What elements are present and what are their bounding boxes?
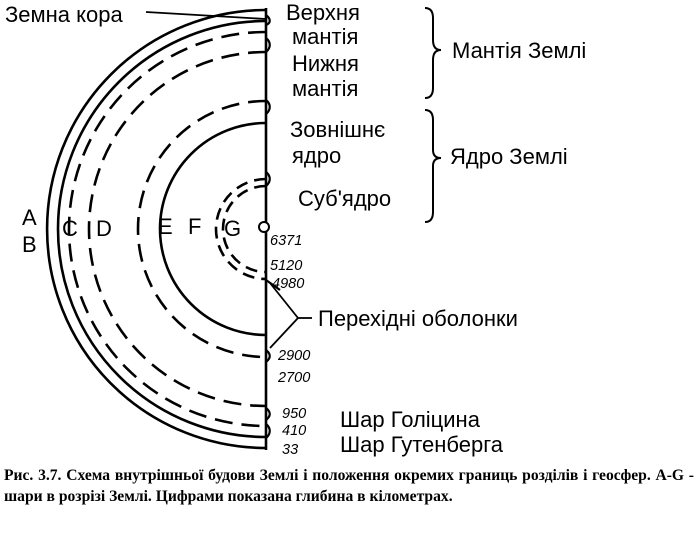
label-outer-core-2: ядро bbox=[292, 143, 341, 168]
layer-letter-e: E bbox=[158, 214, 173, 239]
label-core-group: Ядро Землі bbox=[450, 144, 568, 169]
depth-950: 950 bbox=[282, 406, 306, 422]
brace-core bbox=[424, 109, 442, 223]
boundary-2900 bbox=[158, 121, 267, 337]
layer-letter-a: A bbox=[22, 205, 37, 230]
depth-2900: 2900 bbox=[277, 348, 310, 364]
label-subcore: Суб'ядро bbox=[298, 186, 391, 211]
earth-center bbox=[258, 221, 270, 233]
label-upper-mantle-2: мантія bbox=[292, 24, 358, 49]
boundary-2700 bbox=[136, 99, 267, 359]
label-mantle-group: Мантія Землі bbox=[452, 38, 586, 63]
label-golitsyn: Шар Голіцина bbox=[340, 407, 481, 432]
boundary-33 bbox=[56, 19, 267, 439]
layer-boundaries bbox=[45, 8, 267, 450]
layer-letter-f: F bbox=[188, 214, 201, 239]
label-transition: Перехідні оболонки bbox=[318, 306, 518, 331]
earth-structure-diagram: Земна кора Верхня мантія Нижня мантія Ма… bbox=[5, 0, 586, 458]
label-gutenberg: Шар Гутенберга bbox=[340, 432, 504, 457]
layer-letter-g: G bbox=[224, 216, 241, 241]
boundary-4980 bbox=[214, 177, 267, 281]
axis-ticks bbox=[265, 14, 281, 439]
label-lower-mantle-2: мантія bbox=[292, 76, 358, 101]
depth-5120: 5120 bbox=[270, 258, 302, 274]
brace-mantle bbox=[424, 7, 442, 99]
depth-4980: 4980 bbox=[272, 276, 304, 292]
depth-410: 410 bbox=[282, 423, 306, 439]
depth-6371: 6371 bbox=[270, 233, 302, 249]
boundary-5120 bbox=[221, 184, 267, 274]
crust-pointer bbox=[145, 11, 267, 20]
label-outer-core-1: Зовнішнє bbox=[290, 117, 385, 142]
boundary-950 bbox=[87, 50, 267, 408]
boundary-410 bbox=[67, 30, 267, 428]
label-lower-mantle-1: Нижня bbox=[292, 51, 359, 76]
boundary-surface bbox=[45, 8, 267, 450]
label-upper-mantle-1: Верхня bbox=[286, 0, 360, 25]
depth-33: 33 bbox=[282, 442, 298, 458]
layer-letter-b: B bbox=[22, 232, 37, 257]
depth-2700: 2700 bbox=[277, 370, 310, 386]
layer-letter-c: C bbox=[62, 216, 78, 241]
figure-caption: Рис. 3.7. Схема внутрішньої будови Землі… bbox=[4, 467, 694, 505]
label-crust: Земна кора bbox=[5, 2, 123, 27]
transition-pointer bbox=[269, 282, 312, 349]
layer-letter-d: D bbox=[96, 216, 112, 241]
